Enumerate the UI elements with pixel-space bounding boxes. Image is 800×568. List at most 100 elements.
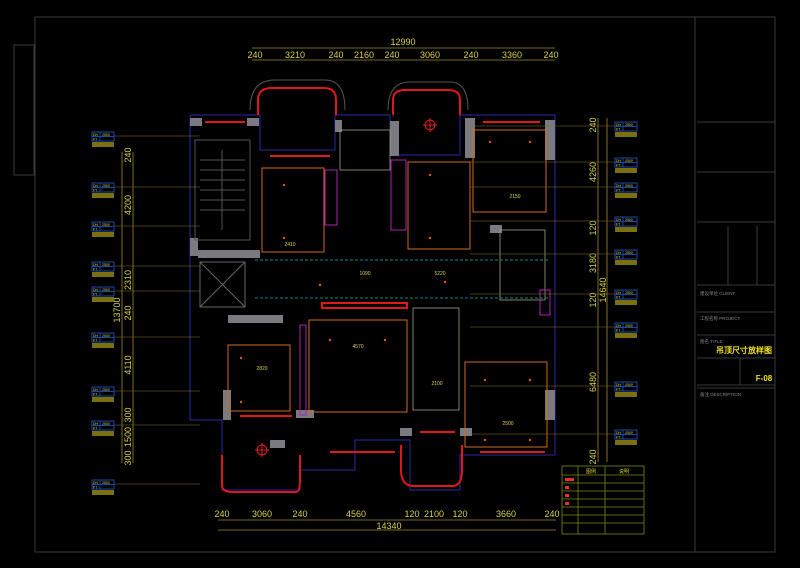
svg-text:FT: FT bbox=[616, 296, 621, 300]
drawing-title: 吊顶尺寸放样图 bbox=[716, 345, 772, 355]
svg-text:DH: DH bbox=[93, 388, 99, 392]
svg-text:FT: FT bbox=[616, 329, 621, 333]
left-total-dim: 13700 bbox=[112, 297, 122, 322]
svg-text:FT: FT bbox=[93, 486, 98, 490]
svg-text:240: 240 bbox=[588, 449, 598, 464]
svg-text:240: 240 bbox=[123, 147, 133, 162]
svg-text:FT: FT bbox=[93, 293, 98, 297]
ceiling-height-tag: DH 2500 FT bbox=[470, 289, 638, 305]
svg-text:2500: 2500 bbox=[102, 422, 110, 426]
client-label: 建设单位 CLIENT bbox=[700, 290, 736, 297]
left-dims: 240 4200 2310 240 4110 300 1500 300 1370… bbox=[112, 147, 133, 465]
svg-text:2500: 2500 bbox=[102, 263, 110, 267]
svg-text:FT: FT bbox=[93, 268, 98, 272]
svg-text:DH: DH bbox=[93, 481, 99, 485]
svg-text:DH: DH bbox=[616, 291, 622, 295]
bottom-dims: 240 3060 240 4560 120 2100 120 3660 240 bbox=[214, 509, 559, 519]
svg-text:DH: DH bbox=[616, 123, 622, 127]
svg-text:DH: DH bbox=[93, 184, 99, 188]
svg-text:240: 240 bbox=[463, 50, 478, 60]
elevator-icon bbox=[199, 261, 246, 308]
corridor-b: 1090 bbox=[359, 271, 370, 277]
svg-text:FT: FT bbox=[616, 223, 621, 227]
svg-text:3060: 3060 bbox=[252, 509, 272, 519]
svg-text:240: 240 bbox=[543, 50, 558, 60]
corridor-a: 5220 bbox=[434, 271, 445, 277]
svg-text:2500: 2500 bbox=[102, 388, 110, 392]
svg-text:120: 120 bbox=[404, 509, 419, 519]
svg-text:2500: 2500 bbox=[102, 334, 110, 338]
svg-text:3360: 3360 bbox=[502, 50, 522, 60]
svg-text:FT: FT bbox=[93, 427, 98, 431]
dimension-lines bbox=[121, 47, 608, 531]
svg-text:FT: FT bbox=[616, 388, 621, 392]
ceiling-height-tag: DH 2500 FT bbox=[91, 221, 200, 237]
ceiling-height-tag: DH 2500 FT bbox=[470, 322, 638, 338]
svg-text:240: 240 bbox=[588, 117, 598, 132]
svg-text:DH: DH bbox=[616, 324, 622, 328]
svg-text:3210: 3210 bbox=[285, 50, 305, 60]
svg-text:FT: FT bbox=[93, 189, 98, 193]
svg-text:3180: 3180 bbox=[588, 253, 598, 273]
svg-text:FT: FT bbox=[93, 138, 98, 142]
ceiling-height-tag: DH 2500 FT bbox=[470, 429, 638, 445]
bedroom-d: 2820 bbox=[256, 366, 267, 372]
svg-text:2500: 2500 bbox=[625, 123, 633, 127]
access-hatch-icon bbox=[255, 118, 437, 457]
svg-text:240: 240 bbox=[292, 509, 307, 519]
legend-header-a: 图例 bbox=[586, 468, 596, 475]
svg-text:240: 240 bbox=[214, 509, 229, 519]
svg-text:2500: 2500 bbox=[102, 223, 110, 227]
remark-label: 备注 DESCRIPTION bbox=[700, 391, 741, 398]
ceiling-tags-left: DH 2500 FT DH 2500 FT DH 2500 FT DH 2500… bbox=[91, 131, 200, 495]
svg-text:FT: FT bbox=[616, 256, 621, 260]
svg-text:2500: 2500 bbox=[625, 324, 633, 328]
svg-text:300: 300 bbox=[123, 407, 133, 422]
ceiling-height-tag: DH 2500 FT bbox=[91, 182, 200, 198]
svg-text:2500: 2500 bbox=[625, 218, 633, 222]
bedroom-b: 2150 bbox=[509, 194, 520, 200]
ceiling-height-tag: DH 2500 FT bbox=[91, 286, 200, 302]
stair-icon bbox=[194, 139, 251, 241]
svg-text:240: 240 bbox=[247, 50, 262, 60]
svg-text:2500: 2500 bbox=[625, 291, 633, 295]
svg-text:1500: 1500 bbox=[123, 427, 133, 447]
svg-text:DH: DH bbox=[616, 383, 622, 387]
svg-text:DH: DH bbox=[93, 223, 99, 227]
bedroom-width: 2500 bbox=[502, 421, 513, 427]
svg-text:DH: DH bbox=[93, 334, 99, 338]
ceiling-height-tag: DH 2500 FT bbox=[470, 216, 638, 232]
svg-text:DH: DH bbox=[616, 251, 622, 255]
ceiling-height-tag: DH 2500 FT bbox=[470, 182, 638, 198]
svg-text:120: 120 bbox=[588, 220, 598, 235]
living-width: 4570 bbox=[352, 344, 363, 350]
bedroom-c: 2410 bbox=[284, 242, 295, 248]
ceiling-tags-right: DH 2500 FT DH 2500 FT DH 2500 FT DH 2500… bbox=[470, 121, 638, 445]
svg-text:2500: 2500 bbox=[102, 184, 110, 188]
svg-text:3060: 3060 bbox=[420, 50, 440, 60]
svg-text:DH: DH bbox=[93, 263, 99, 267]
svg-text:120: 120 bbox=[588, 292, 598, 307]
svg-text:FT: FT bbox=[616, 189, 621, 193]
legend-table bbox=[561, 465, 645, 535]
svg-text:2100: 2100 bbox=[424, 509, 444, 519]
title-block: 建设单位 CLIENT 工程名称 PROJECT 图名 TITLE 吊顶尺寸放样… bbox=[697, 121, 775, 398]
svg-text:2500: 2500 bbox=[625, 251, 633, 255]
svg-text:240: 240 bbox=[123, 305, 133, 320]
svg-text:2500: 2500 bbox=[625, 383, 633, 387]
ceiling-height-tag: DH 2500 FT bbox=[91, 386, 200, 402]
svg-text:2500: 2500 bbox=[625, 159, 633, 163]
svg-text:300: 300 bbox=[123, 450, 133, 465]
svg-text:2310: 2310 bbox=[123, 270, 133, 290]
ceiling-height-tag: DH 2500 FT bbox=[91, 261, 200, 277]
svg-text:FT: FT bbox=[616, 164, 621, 168]
ceiling-height-tag: DH 2500 FT bbox=[91, 332, 200, 348]
ceiling-height-tag: DH 2500 FT bbox=[470, 249, 638, 265]
svg-text:4260: 4260 bbox=[588, 162, 598, 182]
svg-text:FT: FT bbox=[93, 228, 98, 232]
ceiling-height-tag: DH 2500 FT bbox=[91, 420, 200, 436]
svg-text:FT: FT bbox=[93, 339, 98, 343]
svg-text:6480: 6480 bbox=[588, 372, 598, 392]
svg-text:DH: DH bbox=[616, 218, 622, 222]
